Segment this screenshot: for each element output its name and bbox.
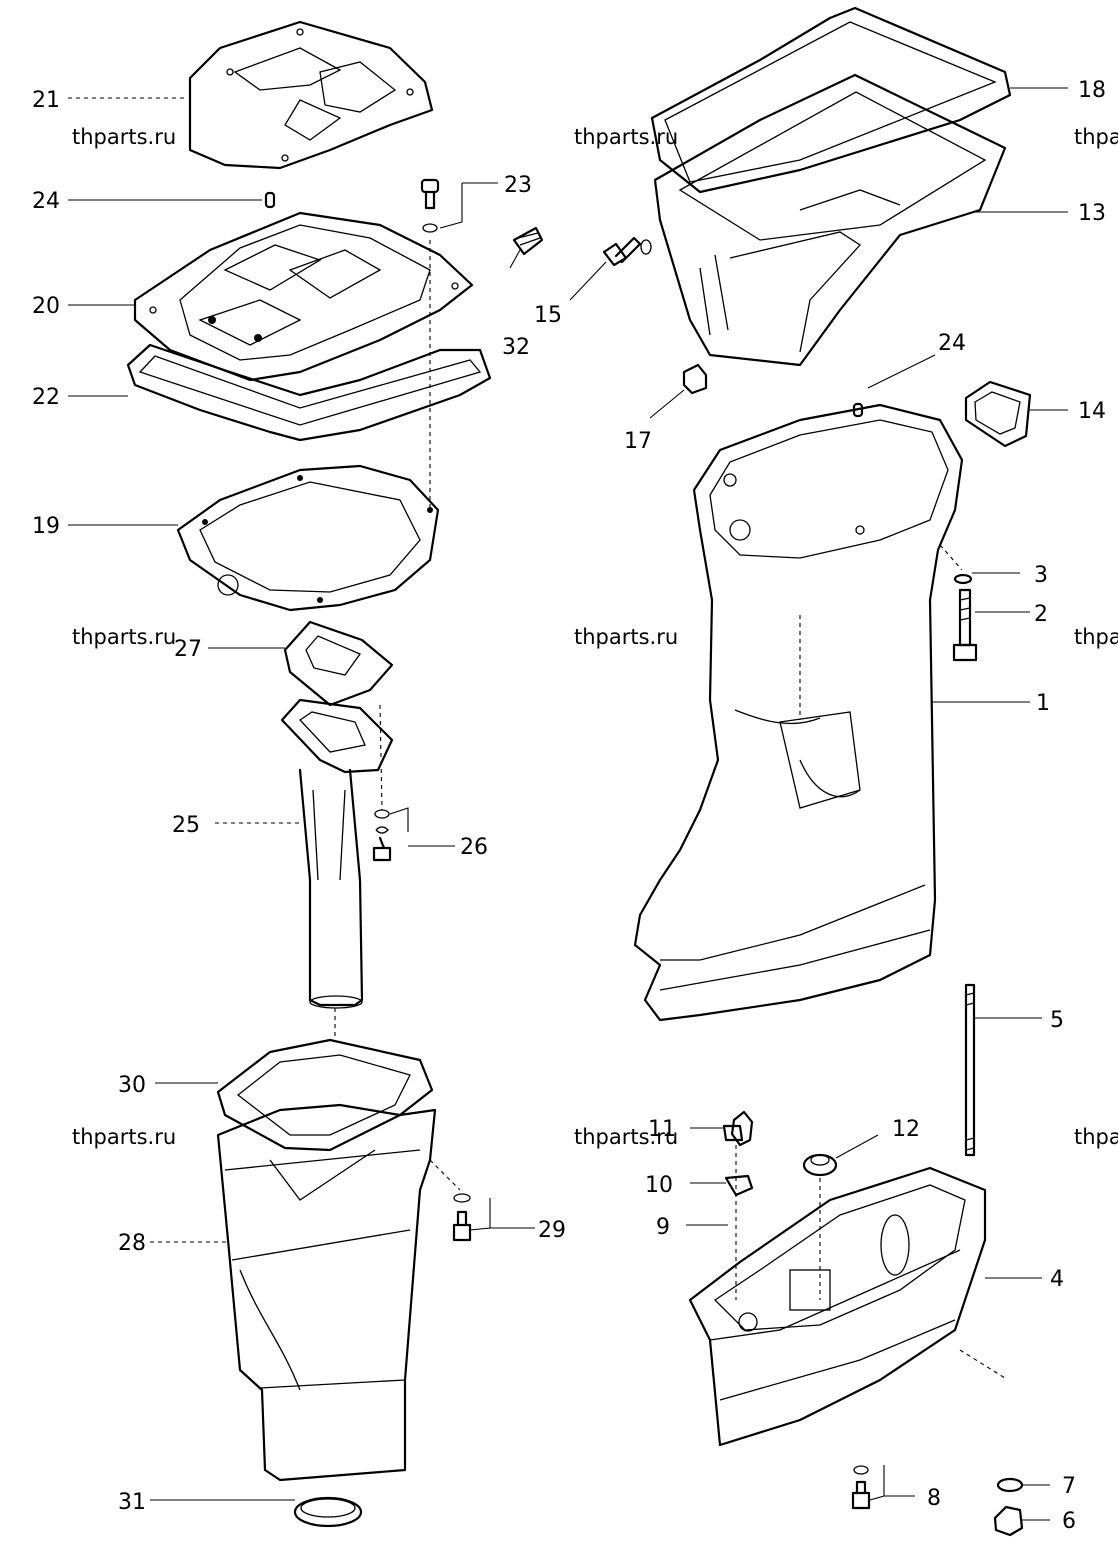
callout-8: 8 <box>927 1486 941 1511</box>
callout-9: 9 <box>656 1215 670 1240</box>
callout-2: 2 <box>1034 602 1048 627</box>
callout-24-right: 24 <box>938 331 966 356</box>
part-27-gasket <box>283 620 394 707</box>
watermark: thparts.ru <box>1074 1125 1118 1149</box>
callout-25: 25 <box>172 813 200 838</box>
callout-5: 5 <box>1050 1008 1064 1033</box>
callout-3: 3 <box>1034 563 1048 588</box>
part-20-adapter-plate <box>133 211 474 382</box>
part-24-pin <box>852 402 864 418</box>
part-3-washer <box>953 573 973 585</box>
part-18-seal <box>650 6 1012 194</box>
watermark: thparts.ru <box>72 125 176 149</box>
watermark: thparts.ru <box>72 625 176 649</box>
part-6-nut <box>993 1505 1024 1537</box>
callout-22: 22 <box>32 385 60 410</box>
part-26-bolt <box>372 809 392 862</box>
callout-24: 24 <box>32 189 60 214</box>
watermark: thparts.ru <box>574 125 678 149</box>
part-21-gasket <box>188 20 434 170</box>
part-9-plug <box>730 1110 754 1147</box>
callout-29: 29 <box>538 1218 566 1243</box>
callout-20: 20 <box>32 294 60 319</box>
callout-7: 7 <box>1062 1474 1076 1499</box>
callout-21: 21 <box>32 88 60 113</box>
part-11-screw <box>722 1124 744 1142</box>
callout-31: 31 <box>118 1490 146 1515</box>
part-5-stud <box>964 983 976 1157</box>
part-2-bolt <box>952 588 978 662</box>
part-10-clip <box>724 1174 754 1197</box>
part-22-seal <box>126 343 492 442</box>
callout-30: 30 <box>118 1073 146 1098</box>
watermark: thparts.ru <box>574 625 678 649</box>
callout-19: 19 <box>32 514 60 539</box>
callout-32: 32 <box>502 335 530 360</box>
callout-12: 12 <box>892 1117 920 1142</box>
part-28-housing <box>216 1103 437 1482</box>
callout-18: 18 <box>1078 78 1106 103</box>
callout-26: 26 <box>460 835 488 860</box>
watermark: thparts.ru <box>1074 125 1118 149</box>
part-17-nut <box>682 363 708 395</box>
part-30-gasket <box>216 1038 434 1152</box>
part-12-grommet <box>802 1153 838 1177</box>
part-7-washer <box>996 1477 1024 1493</box>
callout-23: 23 <box>504 173 532 198</box>
callout-27: 27 <box>174 637 202 662</box>
part-19-gasket <box>176 464 440 612</box>
small-fasteners-top-left <box>264 178 544 256</box>
part-13-tray <box>653 73 1007 367</box>
watermark: thparts.ru <box>1074 625 1118 649</box>
part-15-bolt <box>602 236 652 267</box>
callout-15: 15 <box>534 303 562 328</box>
part-4-lower-housing <box>688 1166 987 1447</box>
callout-6: 6 <box>1062 1509 1076 1534</box>
part-8-bolt <box>851 1465 871 1510</box>
callout-28: 28 <box>118 1231 146 1256</box>
watermark: thparts.ru <box>574 1125 678 1149</box>
callout-4: 4 <box>1050 1267 1064 1292</box>
part-31-ring <box>293 1496 363 1528</box>
callout-14: 14 <box>1078 399 1106 424</box>
part-14-bracket <box>964 380 1032 448</box>
part-29-bolt <box>452 1193 472 1242</box>
callout-10: 10 <box>645 1173 673 1198</box>
callout-13: 13 <box>1078 201 1106 226</box>
part-1-drive-shaft-housing <box>633 403 964 1022</box>
callout-17: 17 <box>624 429 652 454</box>
callout-labels: 1 2 3 4 5 6 7 8 9 10 11 12 13 14 15 17 1… <box>32 78 1106 1534</box>
callout-11: 11 <box>648 1117 676 1142</box>
watermark: thparts.ru <box>72 1125 176 1149</box>
watermarks: thparts.ru thparts.ru thparts.ru thparts… <box>72 125 1118 1149</box>
part-25-exhaust-pipe <box>280 698 394 1009</box>
leader-lines <box>68 87 1068 1521</box>
callout-1: 1 <box>1036 691 1050 716</box>
